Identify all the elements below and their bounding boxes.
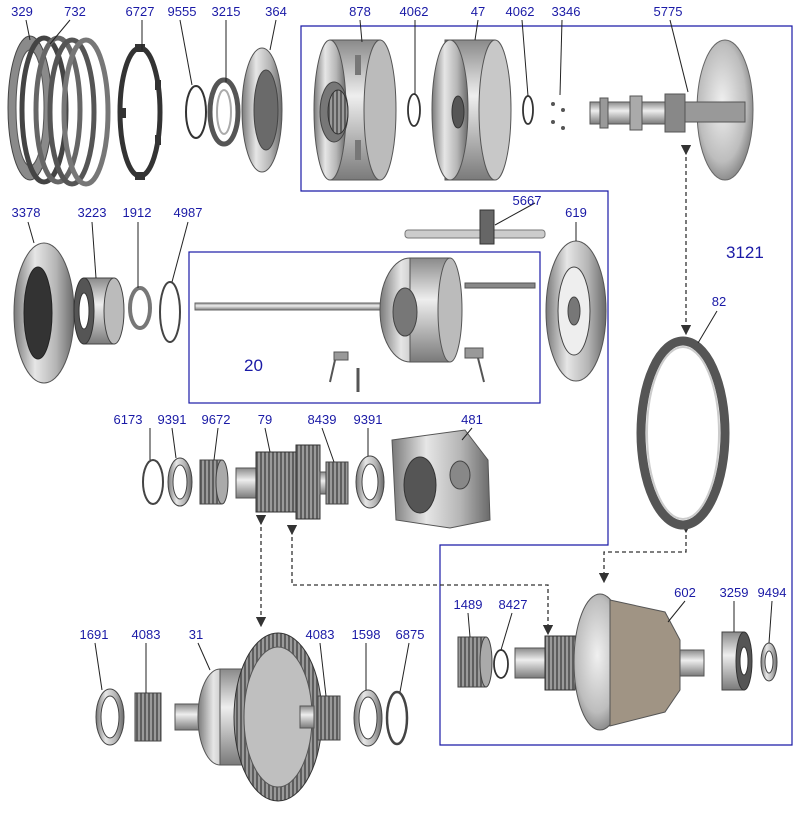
callout-6173: 6173 <box>113 412 143 427</box>
callout-1489: 1489 <box>453 597 483 612</box>
assembly-box-20 <box>188 251 541 404</box>
gear-79 <box>235 444 333 520</box>
callout-5775: 5775 <box>653 4 683 19</box>
callout-6727: 6727 <box>125 4 155 19</box>
bearing-3223 <box>73 277 125 345</box>
seal-9494 <box>760 642 778 682</box>
callout-5667: 5667 <box>512 193 542 208</box>
callout-1598: 1598 <box>351 627 381 642</box>
callout-8439: 8439 <box>307 412 337 427</box>
callout-3346: 3346 <box>551 4 581 19</box>
seal-ring-82 <box>636 336 730 530</box>
pulley-shaft-602 <box>514 593 705 731</box>
roller-bearing-4083-a <box>134 692 162 742</box>
ring-1912 <box>128 286 152 330</box>
callout-9391-b: 9391 <box>353 412 383 427</box>
snap-ring-6173 <box>142 459 164 505</box>
callout-6875: 6875 <box>395 627 425 642</box>
callout-1912: 1912 <box>122 205 152 220</box>
carrier-619 <box>545 240 607 382</box>
shim-6875 <box>385 690 409 746</box>
snap-ring-8427 <box>493 649 509 679</box>
bearing-race-1691 <box>95 688 125 746</box>
bearing-race-9391-b <box>355 455 385 509</box>
bearing-3259 <box>721 631 753 691</box>
callout-9494: 9494 <box>757 585 787 600</box>
roller-bearing-4083-b <box>317 695 341 741</box>
callout-4083-b: 4083 <box>305 627 335 642</box>
callout-481: 481 <box>461 412 483 427</box>
snap-ring-4987 <box>159 281 181 343</box>
callout-3121: 3121 <box>726 243 764 262</box>
callout-364: 364 <box>265 4 287 19</box>
callout-9672: 9672 <box>201 412 231 427</box>
roller-bearing-9672 <box>199 459 229 505</box>
callout-3215: 3215 <box>211 4 241 19</box>
retaining-plate-6727 <box>117 44 163 180</box>
callout-9555: 9555 <box>167 4 197 19</box>
callout-3378: 3378 <box>11 205 41 220</box>
bearing-1489 <box>457 636 493 688</box>
callout-602: 602 <box>674 585 696 600</box>
snap-ring-4062-a <box>407 93 421 127</box>
spring-3215 <box>207 77 241 147</box>
callout-329: 329 <box>11 4 33 19</box>
shaft-pulley-5775 <box>589 39 754 181</box>
callout-4987: 4987 <box>173 205 203 220</box>
snap-ring-4062-b <box>522 95 534 125</box>
callout-732: 732 <box>64 4 86 19</box>
callout-878: 878 <box>349 4 371 19</box>
callout-8427: 8427 <box>498 597 528 612</box>
connection-arrows <box>255 144 692 636</box>
snap-ring-9555 <box>185 85 207 139</box>
callout-79: 79 <box>257 412 273 427</box>
tube-5667 <box>404 209 546 245</box>
clutch-drum-878 <box>313 39 397 181</box>
piston-364 <box>241 47 283 173</box>
clutch-disc-pack-329-732 <box>7 35 111 187</box>
callout-3259: 3259 <box>719 585 749 600</box>
callout-9391-a: 9391 <box>157 412 187 427</box>
callout-20: 20 <box>244 356 263 375</box>
callout-31: 31 <box>188 627 204 642</box>
roller-bearing-8439 <box>325 461 349 505</box>
housing-3378 <box>13 242 75 384</box>
housing-481 <box>391 429 491 529</box>
callout-4062-a: 4062 <box>399 4 429 19</box>
callout-1691: 1691 <box>79 627 109 642</box>
callout-3223: 3223 <box>77 205 107 220</box>
bearing-race-1598 <box>353 689 383 747</box>
differential-31 <box>174 632 323 802</box>
callout-47: 47 <box>470 4 486 19</box>
callout-82: 82 <box>711 294 727 309</box>
callout-4083-a: 4083 <box>131 627 161 642</box>
callout-4062-b: 4062 <box>505 4 535 19</box>
leader-lines <box>25 19 773 697</box>
drum-47 <box>431 39 512 181</box>
bearing-race-9391-a <box>167 457 193 507</box>
callout-619: 619 <box>565 205 587 220</box>
pump-assembly-20 <box>194 257 536 392</box>
check-balls-3346 <box>551 102 565 130</box>
